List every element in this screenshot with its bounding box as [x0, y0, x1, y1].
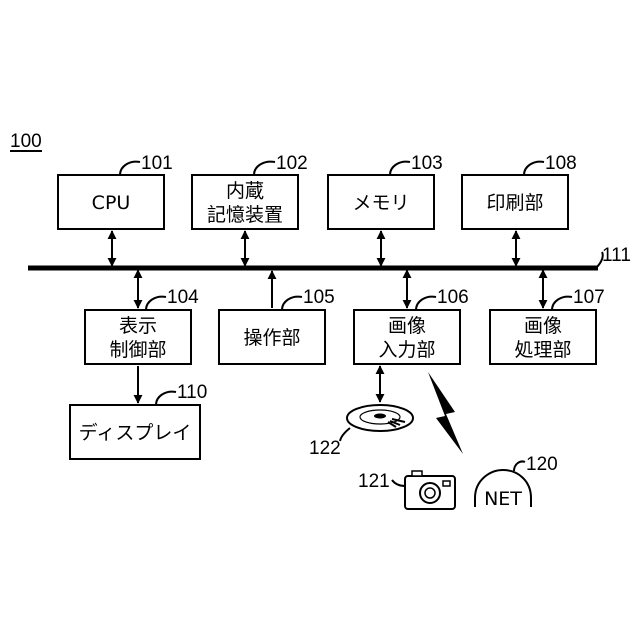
operation-ref: 105 — [303, 287, 335, 308]
image-processing-ref: 107 — [573, 287, 605, 308]
image-processing-label-line1: 画像 — [524, 315, 562, 337]
display-control-label-line2: 制御部 — [109, 339, 166, 361]
memory-label: メモリ — [352, 192, 409, 214]
disc-ref: 122 — [309, 438, 341, 459]
camera-ref: 121 — [358, 471, 390, 492]
lightning-icon — [428, 372, 463, 454]
figure-number: 100 — [10, 131, 42, 152]
memory-block: メモリ 103 — [328, 153, 443, 229]
display-control-block: 表示 制御部 104 — [85, 287, 199, 364]
image-input-block: 画像 入力部 106 — [354, 287, 469, 364]
image-input-ref: 106 — [437, 287, 469, 308]
disc-icon — [347, 405, 413, 431]
printing-ref: 108 — [545, 153, 577, 174]
display-ref: 110 — [177, 382, 207, 403]
display-control-ref: 104 — [167, 287, 199, 308]
display-control-label-line1: 表示 — [119, 315, 157, 337]
operation-block: 操作部 105 — [219, 287, 335, 364]
storage-label-line2: 記憶装置 — [207, 204, 283, 226]
printing-label: 印刷部 — [486, 192, 543, 214]
network-label: NET — [484, 488, 522, 510]
image-processing-label-line2: 処理部 — [514, 339, 571, 361]
storage-label-line1: 内蔵 — [226, 180, 264, 202]
storage-ref: 102 — [276, 153, 308, 174]
image-input-label-line2: 入力部 — [378, 339, 435, 361]
display-label: ディスプレイ — [79, 422, 192, 444]
camera-leader — [392, 480, 405, 486]
memory-ref: 103 — [411, 153, 443, 174]
bus-ref: 111 — [602, 245, 631, 266]
disc-leader — [340, 428, 350, 441]
operation-label: 操作部 — [243, 327, 300, 349]
image-processing-block: 画像 処理部 107 — [490, 287, 605, 364]
network-leader — [514, 461, 525, 471]
cpu-ref: 101 — [141, 153, 173, 174]
storage-block: 内蔵 記憶装置 102 — [192, 153, 308, 229]
camera-icon — [405, 471, 455, 509]
image-input-label-line1: 画像 — [388, 315, 426, 337]
network-ref: 120 — [526, 454, 558, 475]
cpu-block: CPU 101 — [58, 153, 173, 229]
cpu-label: CPU — [92, 192, 131, 214]
printing-block: 印刷部 108 — [462, 153, 577, 229]
